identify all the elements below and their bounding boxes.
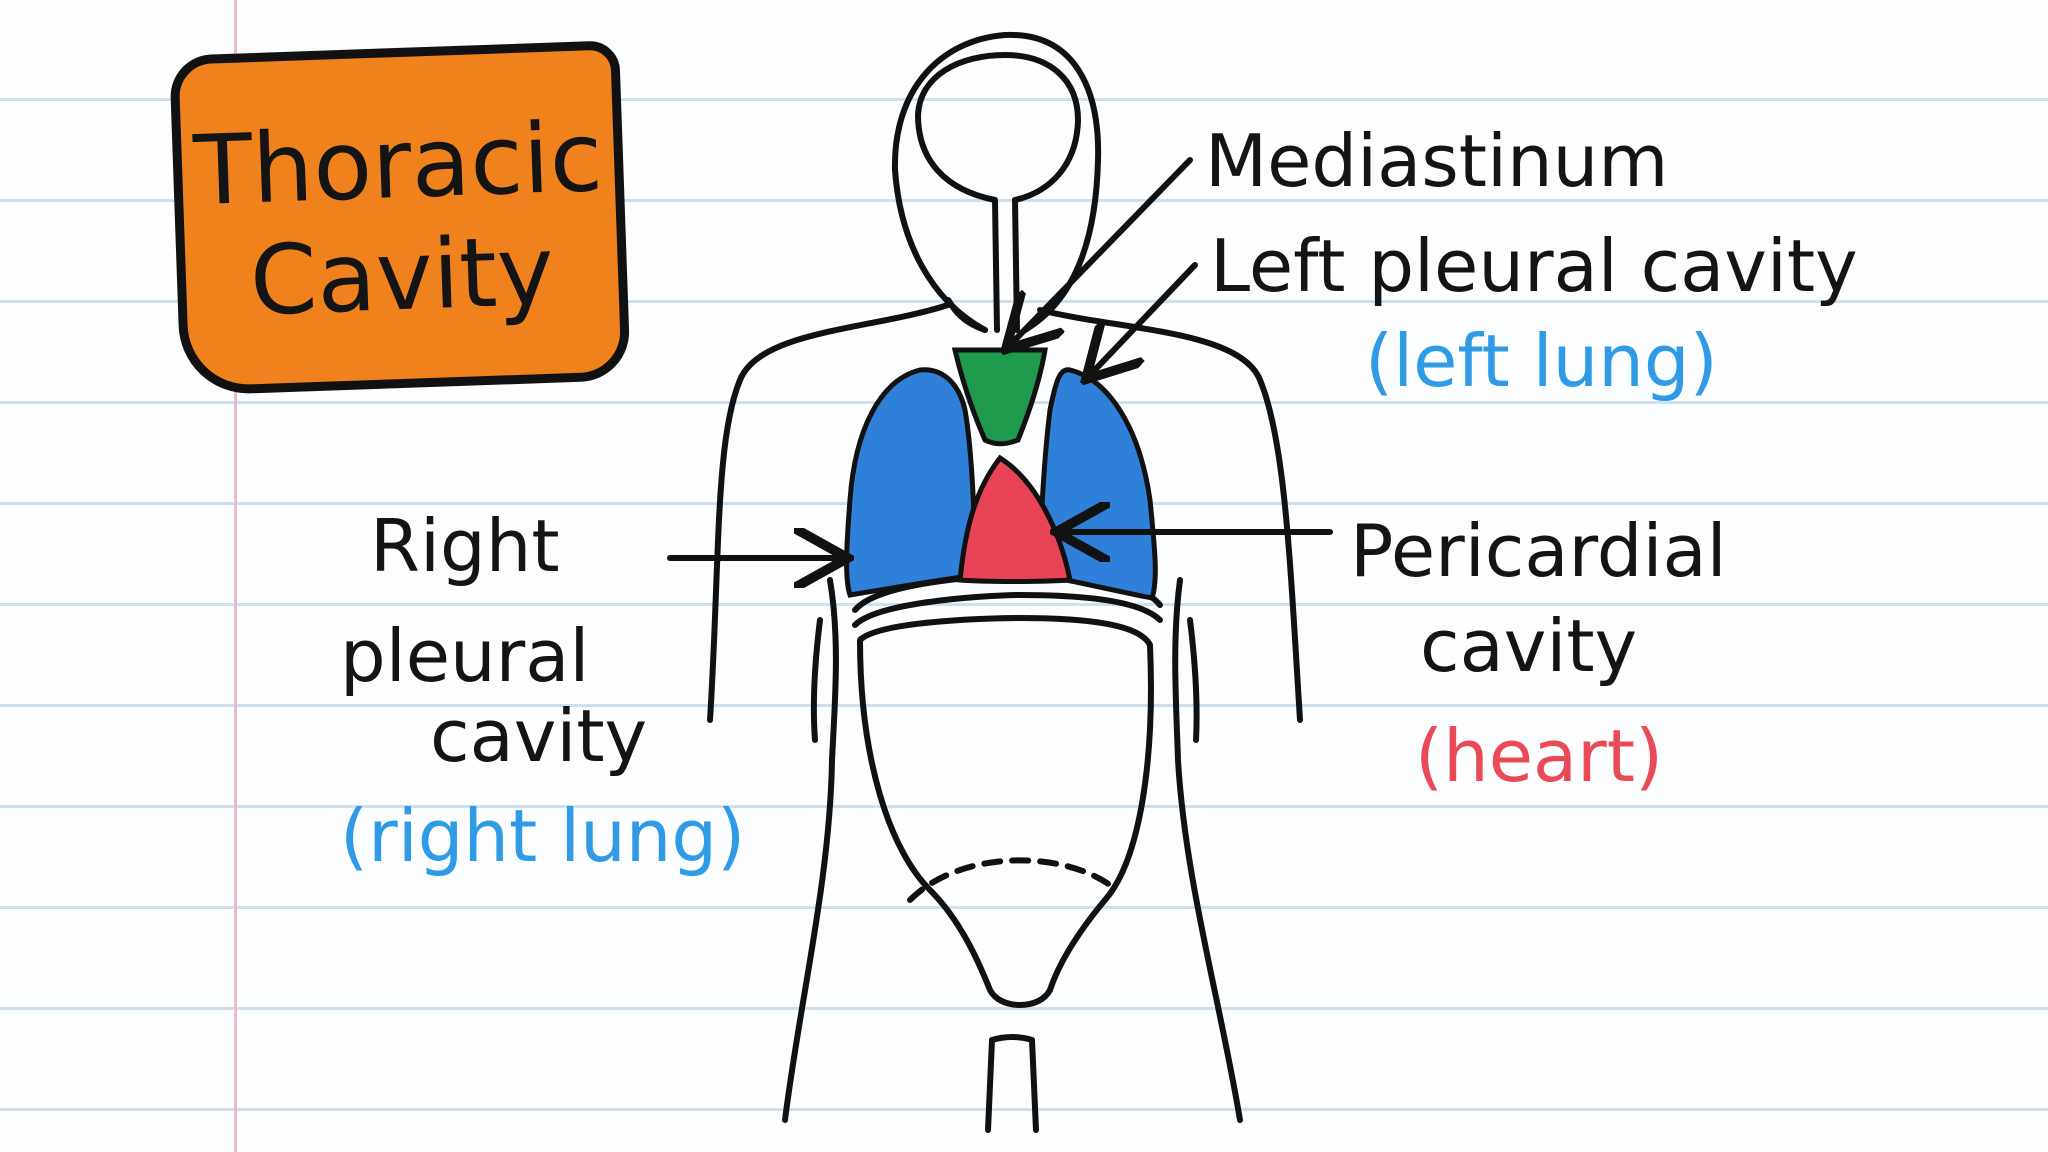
abdomen-outline	[857, 615, 1154, 1008]
right-arm-inner	[1187, 617, 1200, 743]
diaphragm-lower	[852, 592, 1163, 628]
leg-gap-right	[1029, 1037, 1039, 1133]
label-right-line-2: pleural	[340, 614, 590, 698]
label-left-lung: (left lung)	[1365, 319, 1718, 403]
torso-right-side	[1172, 577, 1243, 1123]
torso-left-side	[782, 577, 839, 1123]
left-arm-inner	[810, 617, 823, 743]
label-pericardial-line-2: cavity	[1420, 604, 1638, 688]
left-pleural-arrow	[1090, 262, 1198, 375]
mediastinum-region	[951, 347, 1048, 447]
pelvis-line	[907, 857, 1113, 903]
head-inner-outline	[915, 52, 1081, 203]
neck-left	[945, 297, 988, 333]
label-right-line-3: cavity	[430, 694, 648, 778]
notebook-margin-line	[234, 0, 237, 1152]
right-lung	[844, 367, 978, 598]
left-shoulder	[707, 302, 951, 723]
label-right-lung: (right lung)	[340, 794, 746, 878]
leg-gap-left	[985, 1037, 995, 1133]
mediastinum-arrow	[1010, 157, 1193, 345]
trachea-left	[992, 197, 1000, 333]
label-heart: (heart)	[1415, 714, 1664, 798]
trachea-right	[1012, 197, 1020, 333]
label-right-line-1: Right	[370, 504, 560, 588]
label-left-pleural-cavity: Left pleural cavity	[1210, 224, 1858, 308]
label-pericardial-line-1: Pericardial	[1350, 509, 1727, 593]
head-outline	[891, 31, 1102, 333]
heart-region	[957, 454, 1074, 584]
leg-gap-top	[989, 1034, 1035, 1043]
label-mediastinum: Mediastinum	[1205, 119, 1669, 203]
